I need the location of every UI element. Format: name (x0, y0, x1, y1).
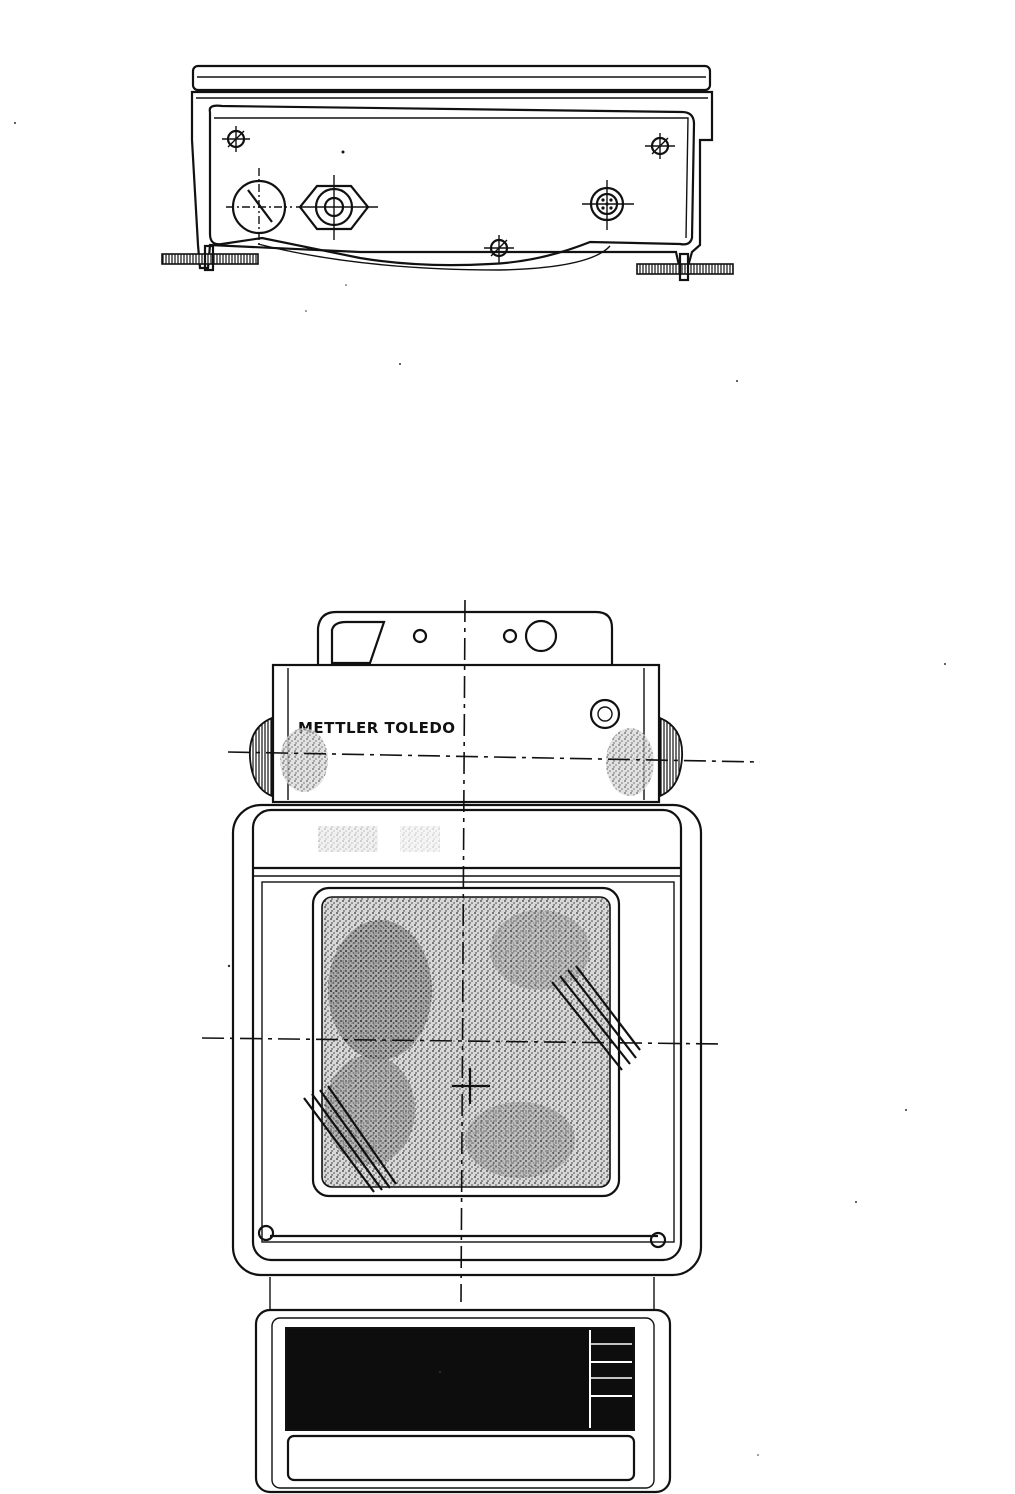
centerline-knobs (227, 751, 761, 763)
handle-cutout (330, 620, 386, 665)
leveling-foot-left (161, 244, 259, 272)
knob-left (249, 716, 328, 798)
tab-hole-left (412, 628, 428, 644)
upper-housing (271, 663, 661, 804)
pan-center-mark (452, 1068, 490, 1104)
weighing-pan-outer (311, 886, 621, 1198)
knob-right (606, 716, 683, 798)
hex-connector (296, 150, 378, 240)
display-key-column (589, 1330, 632, 1428)
pan-plate (191, 64, 712, 92)
centerline-vertical (460, 599, 466, 1303)
leveling-foot-right (636, 252, 734, 282)
tab-hole-right (502, 628, 518, 644)
screw-bottom (484, 235, 514, 264)
glare-lines-lower (303, 1085, 397, 1193)
terminal-housing (254, 1308, 672, 1494)
centerline-pan (201, 1037, 723, 1045)
pan-frame-inner (251, 808, 683, 1262)
level-indicator (589, 698, 621, 730)
power-socket (226, 168, 292, 244)
screw-top-left (222, 126, 250, 152)
rear-view (14, 64, 738, 382)
keypad-strip (286, 1434, 636, 1482)
brand-label: METTLER TOLEDO (298, 719, 456, 737)
screw-top-right (645, 133, 675, 159)
display-panel (285, 1327, 635, 1431)
rear-tab (316, 610, 614, 665)
top-view: METTLER TOLEDO (201, 599, 946, 1494)
connector-panel (208, 104, 696, 267)
tab-hole-large (524, 619, 558, 653)
data-interface-socket (582, 180, 634, 230)
pan-frame-outer (231, 803, 703, 1277)
